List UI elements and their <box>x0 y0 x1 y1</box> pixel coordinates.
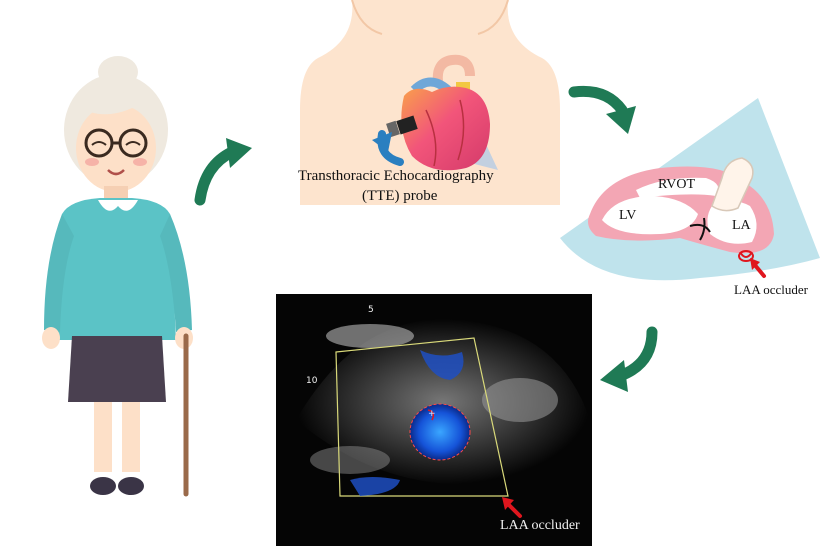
svg-text:+: + <box>428 409 436 419</box>
echo-occluder-label: LAA occluder <box>500 518 580 533</box>
label-la: LA <box>732 218 751 233</box>
probe-icon <box>372 115 418 166</box>
tte-caption-line2: (TTE) probe <box>362 188 438 204</box>
echo-depth-mark-top: 5 <box>368 305 374 315</box>
echo-image: + <box>276 294 592 546</box>
heart-icon <box>401 54 490 171</box>
ultrasound-fan <box>560 98 820 281</box>
elderly-woman-icon <box>42 56 193 497</box>
echo-depth-mark-mid: 10 <box>306 376 318 386</box>
schematic-occluder-label: LAA occluder <box>734 282 809 297</box>
flow-arrow-icon <box>194 138 252 206</box>
tte-caption-line1: Transthoracic Echocardiography <box>298 168 494 184</box>
red-pointer-icon <box>750 258 766 278</box>
label-rvot: RVOT <box>658 177 695 192</box>
red-pointer-icon <box>502 497 522 518</box>
flow-arrow-icon <box>568 85 636 134</box>
label-lv: LV <box>619 208 637 223</box>
flow-arrow-icon <box>600 326 658 392</box>
